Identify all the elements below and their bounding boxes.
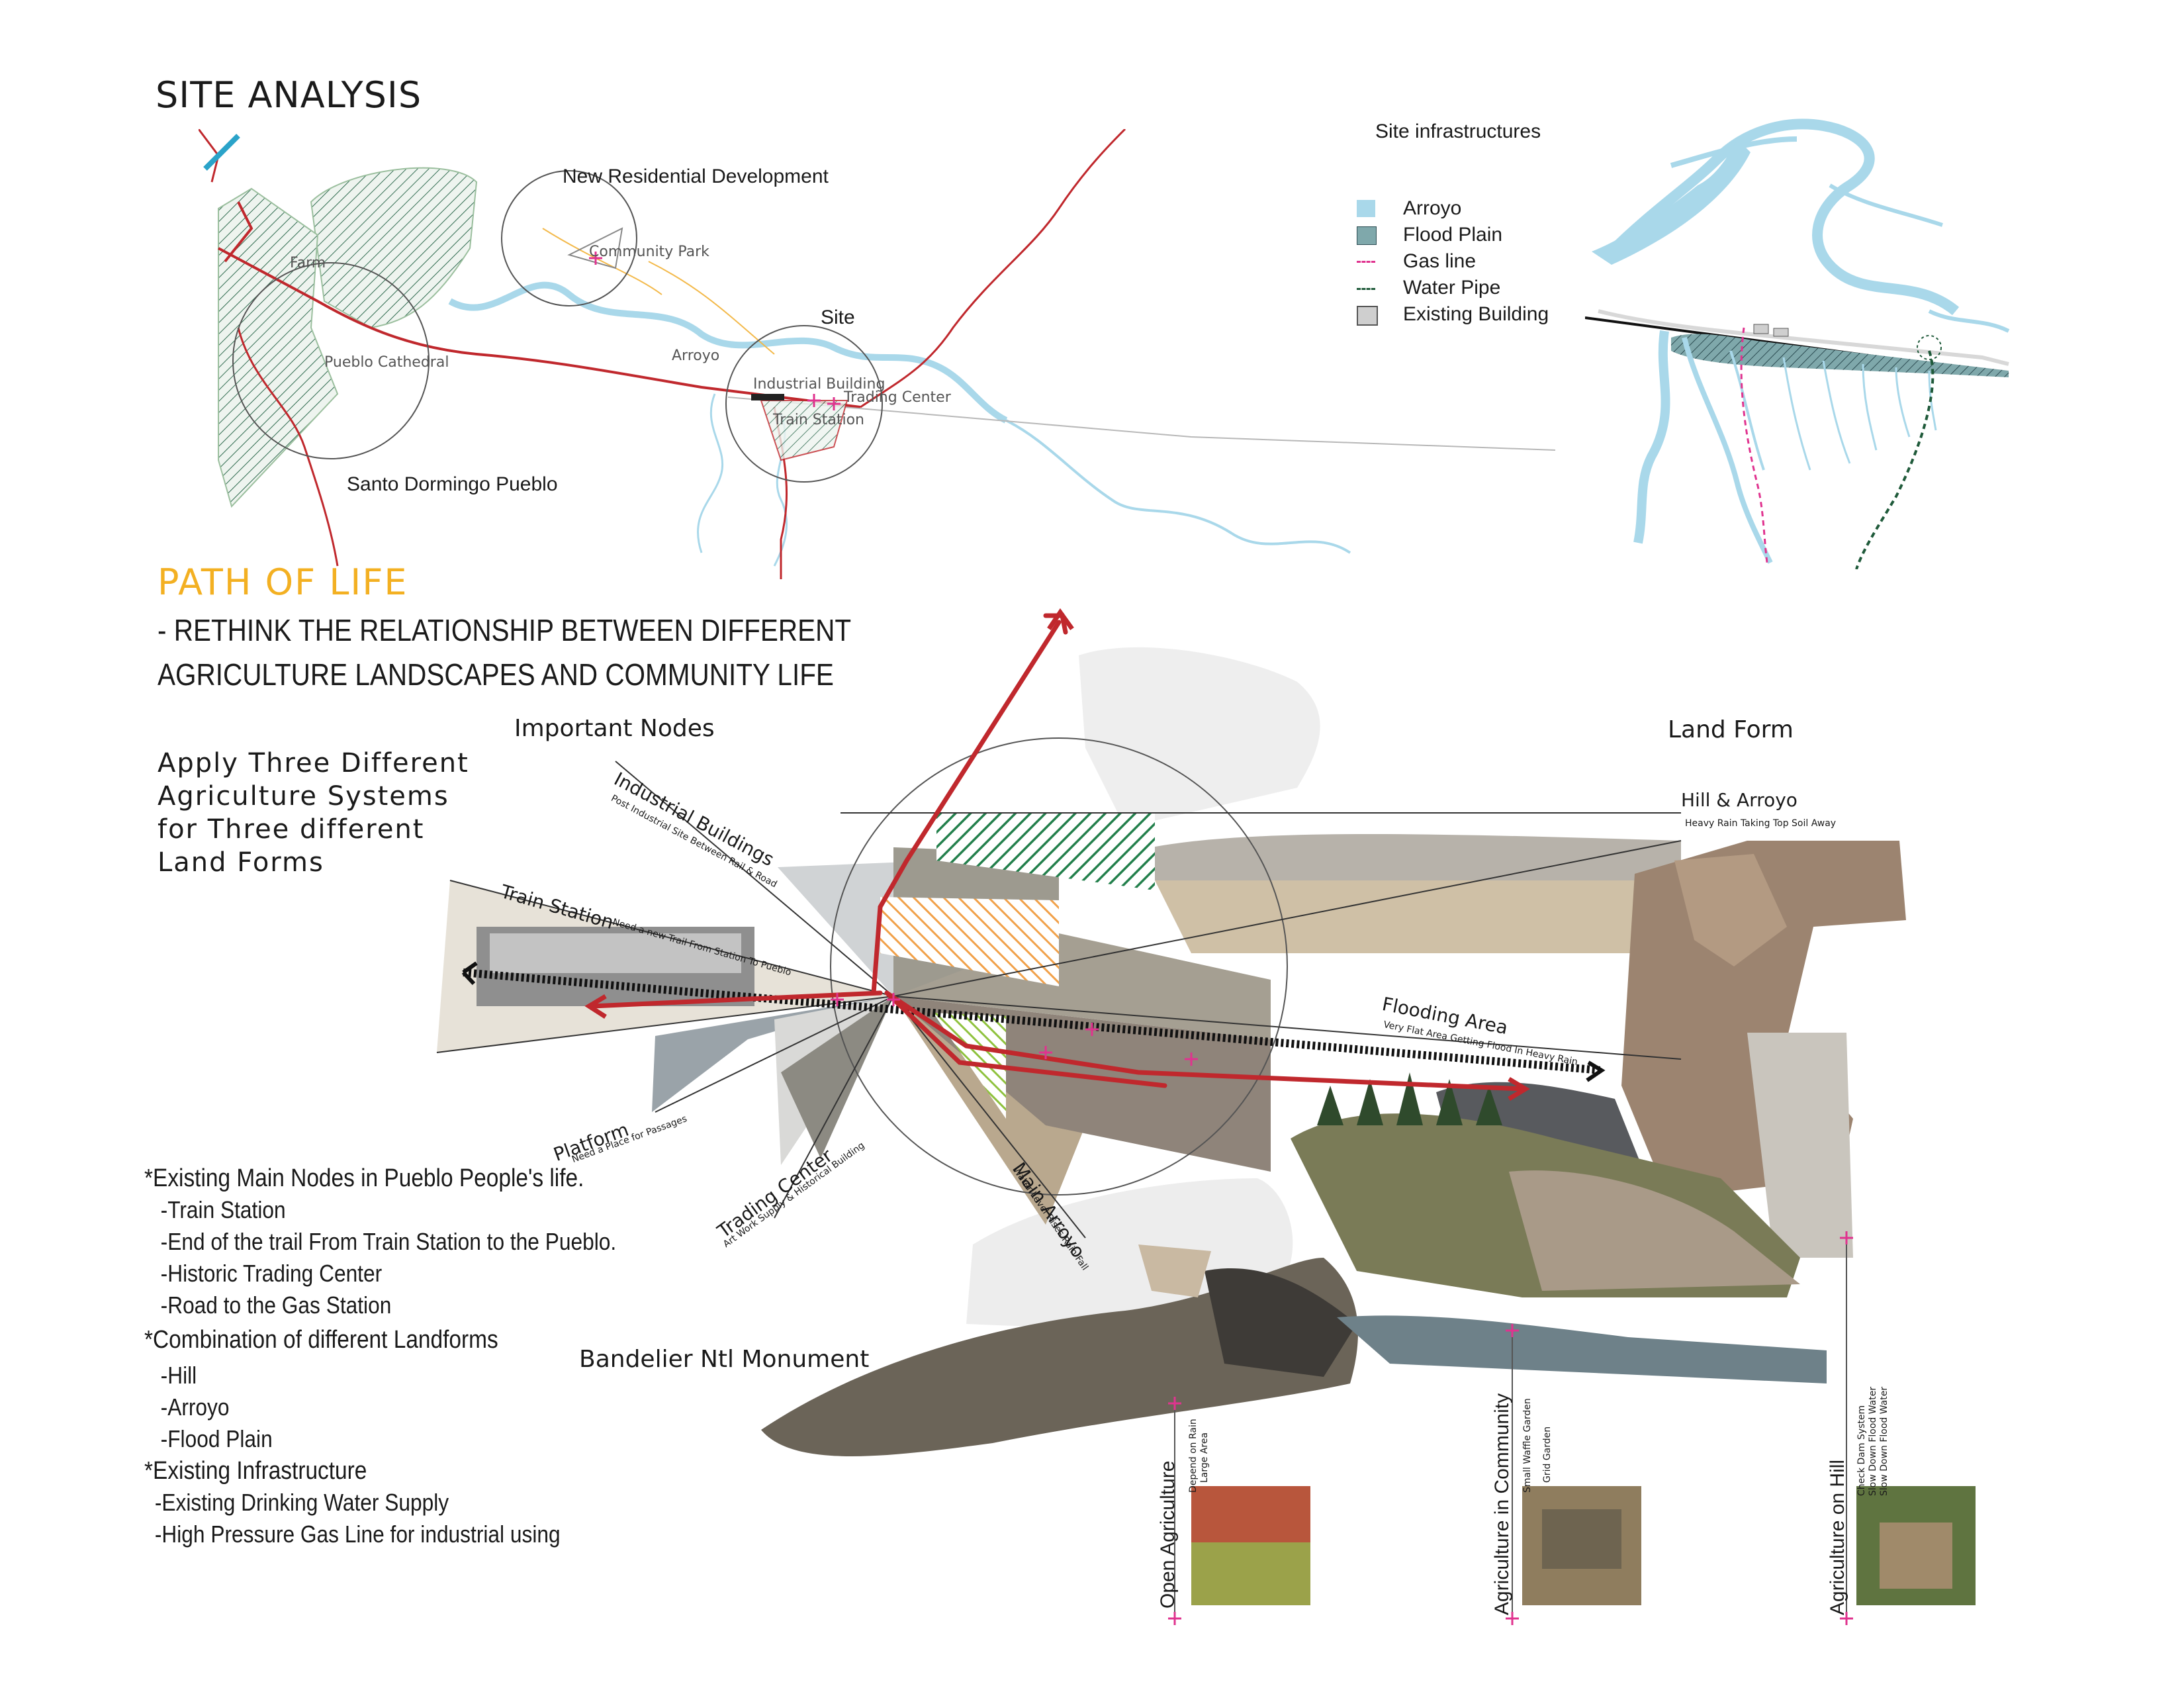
legend-label-water-pipe: Water Pipe [1403,277,1501,299]
legend-swatch-arroyo [1357,200,1375,217]
agri-sub-hill-3: Slow Down Flood Water [1879,1386,1889,1496]
infrastructure-title: Site infrastructures [1375,120,1541,142]
notes-item: -Arroyo [160,1393,230,1421]
legend-label-flood-plain: Flood Plain [1403,224,1503,246]
legend-swatch-gas-line [1357,261,1375,263]
notes-heading-landforms: *Combination of different Landforms [144,1326,498,1354]
agri-sub-community-1: Small Waffle Garden [1522,1398,1533,1493]
notes-item: -Historic Trading Center [160,1260,383,1287]
notes-item: -End of the trail From Train Station to … [160,1228,617,1255]
legend-swatch-existing-building [1357,306,1378,326]
agri-sub-community-2: Grid Garden [1542,1426,1553,1483]
agri-label-open: Open Agriculture [1157,1460,1179,1609]
path-of-life-subtitle-line1: - RETHINK THE RELATIONSHIP BETWEEN DIFFE… [158,613,852,647]
legend-label-gas-line: Gas line [1403,250,1477,272]
map-label-arroyo: Arroyo [672,348,720,364]
notes-item: -High Pressure Gas Line for industrial u… [154,1521,561,1548]
legend-label-arroyo: Arroyo [1403,197,1462,219]
notes-item: -Hill [160,1362,197,1389]
map-label-site: Site [821,306,855,328]
map-label-trading-center: Trading Center [844,389,951,406]
agri-label-hill: Agriculture on Hill [1827,1459,1848,1615]
page-title: SITE ANALYSIS [156,74,422,116]
notes-item: -Road to the Gas Station [160,1291,392,1319]
land-form-header: Land Form [1668,716,1794,743]
path-of-life-title: PATH OF LIFE [158,561,408,603]
path-of-life-subtitle-line2: AGRICULTURE LANDSCAPES AND COMMUNITY LIF… [158,657,834,692]
infrastructure-map [1585,118,2010,569]
legend-swatch-water-pipe [1357,288,1375,290]
bandelier-header: Bandelier Ntl Monument [579,1346,870,1373]
agri-label-community: Agriculture in Community [1491,1393,1513,1615]
notes-list: *Existing Main Nodes in Pueblo People's … [144,1162,616,1550]
wedge-label-hill-arroyo: Hill & Arroyo [1681,789,1797,811]
important-nodes-header: Important Nodes [514,715,715,742]
map-label-industrial-building: Industrial Building [753,376,886,393]
map-label-santo-domingo: Santo Dormingo Pueblo [347,473,558,495]
agri-sub-open-2: Large Area [1199,1432,1210,1483]
site-map [199,129,1556,579]
notes-item: -Flood Plain [160,1425,273,1452]
map-label-pueblo-cathedral: Pueblo Cathedral [324,354,449,371]
agri-sub-hill-2: Slow Down Flood Water [1868,1386,1878,1496]
apply-systems-text: Apply Three Different Agriculture System… [158,748,469,878]
legend-label-existing-building: Existing Building [1403,303,1549,325]
wedge-sub-hill-arroyo: Heavy Rain Taking Top Soil Away [1685,818,1837,829]
map-label-train-station: Train Station [773,412,864,428]
map-label-community-park: Community Park [589,244,709,260]
legend-swatch-flood-plain [1357,226,1377,245]
map-label-new-residential: New Residential Development [563,165,829,187]
map-label-farm: Farm [290,255,326,271]
notes-heading-infrastructure: *Existing Infrastructure [144,1457,367,1485]
notes-item: -Existing Drinking Water Supply [154,1489,449,1516]
agri-sub-open-1: Depend on Rain [1188,1419,1199,1493]
notes-item: -Train Station [160,1196,286,1223]
notes-heading-main-nodes: *Existing Main Nodes in Pueblo People's … [144,1164,584,1192]
agri-sub-hill-1: Check Dam System [1856,1405,1867,1496]
